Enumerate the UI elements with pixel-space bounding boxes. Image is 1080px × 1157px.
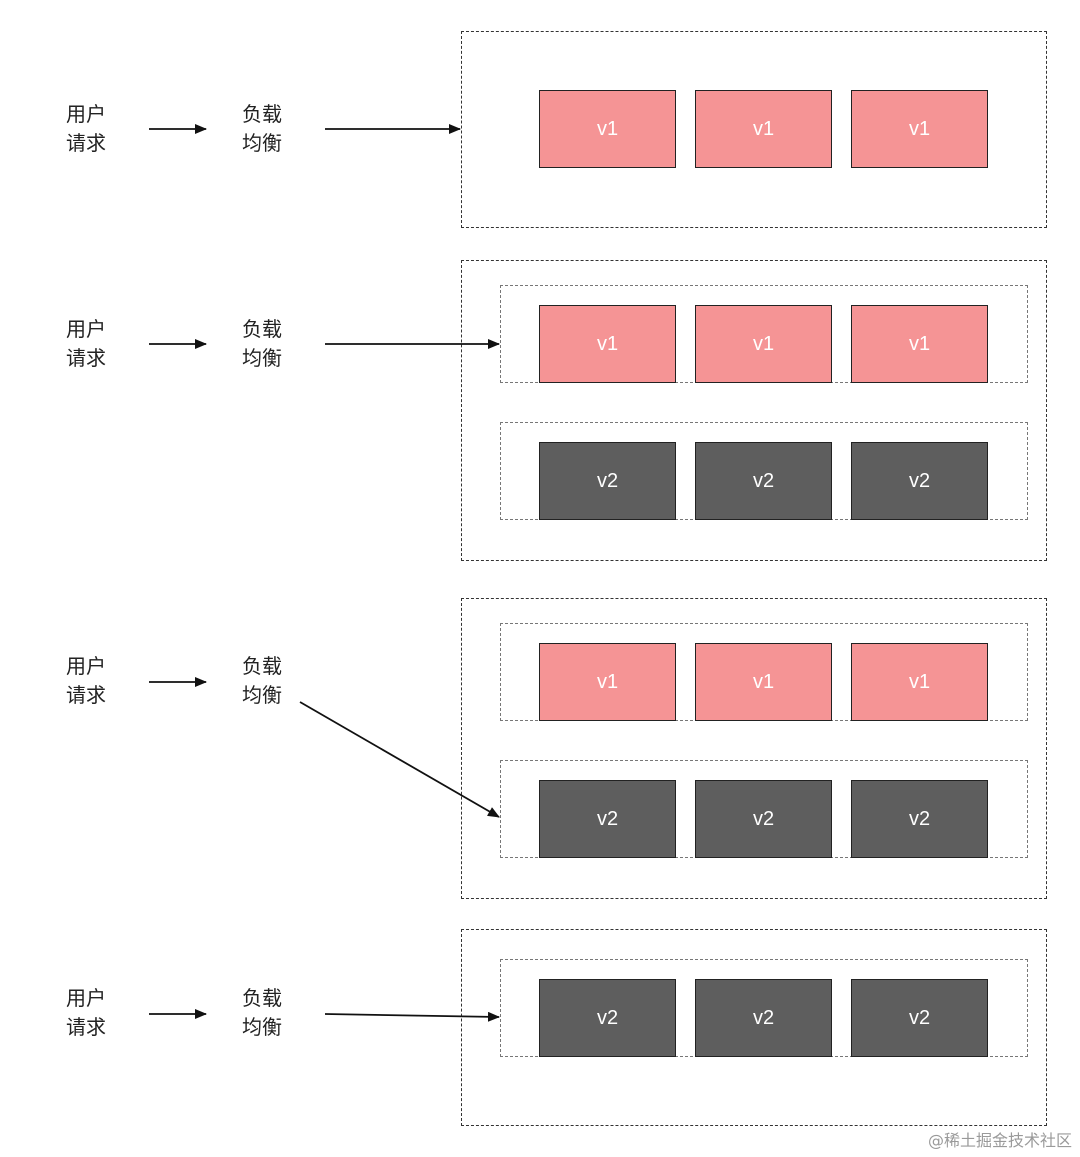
user-request-label: 用户 请求 (66, 986, 106, 1039)
instance-box: v1 (539, 90, 676, 168)
instance-box: v2 (539, 979, 676, 1057)
user-request-label: 用户 请求 (66, 317, 106, 370)
instance-box: v2 (695, 442, 832, 520)
load-balancer-label: 负载 均衡 (242, 102, 282, 155)
cluster-container (461, 31, 1047, 228)
instance-box: v1 (539, 643, 676, 721)
instance-box: v1 (695, 643, 832, 721)
instance-box: v2 (695, 979, 832, 1057)
instance-box: v1 (695, 90, 832, 168)
instance-box: v2 (851, 780, 988, 858)
load-balancer-label: 负载 均衡 (242, 317, 282, 370)
cluster-container (461, 260, 1047, 561)
instance-box: v2 (539, 442, 676, 520)
watermark: @稀土掘金技术社区 (927, 1131, 1072, 1150)
route-arrow (299, 701, 500, 818)
instance-box: v1 (851, 643, 988, 721)
instance-box: v2 (539, 780, 676, 858)
route-arrow (324, 1011, 500, 1022)
instance-box: v2 (851, 979, 988, 1057)
user-request-label: 用户 请求 (66, 654, 106, 707)
instance-box: v2 (851, 442, 988, 520)
load-balancer-label: 负载 均衡 (242, 654, 282, 707)
instance-box: v1 (539, 305, 676, 383)
instance-box: v2 (695, 780, 832, 858)
user-request-label: 用户 请求 (66, 102, 106, 155)
load-balancer-label: 负载 均衡 (242, 986, 282, 1039)
cluster-container (461, 929, 1047, 1126)
cluster-container (461, 598, 1047, 899)
instance-box: v1 (851, 90, 988, 168)
instance-box: v1 (851, 305, 988, 383)
instance-box: v1 (695, 305, 832, 383)
